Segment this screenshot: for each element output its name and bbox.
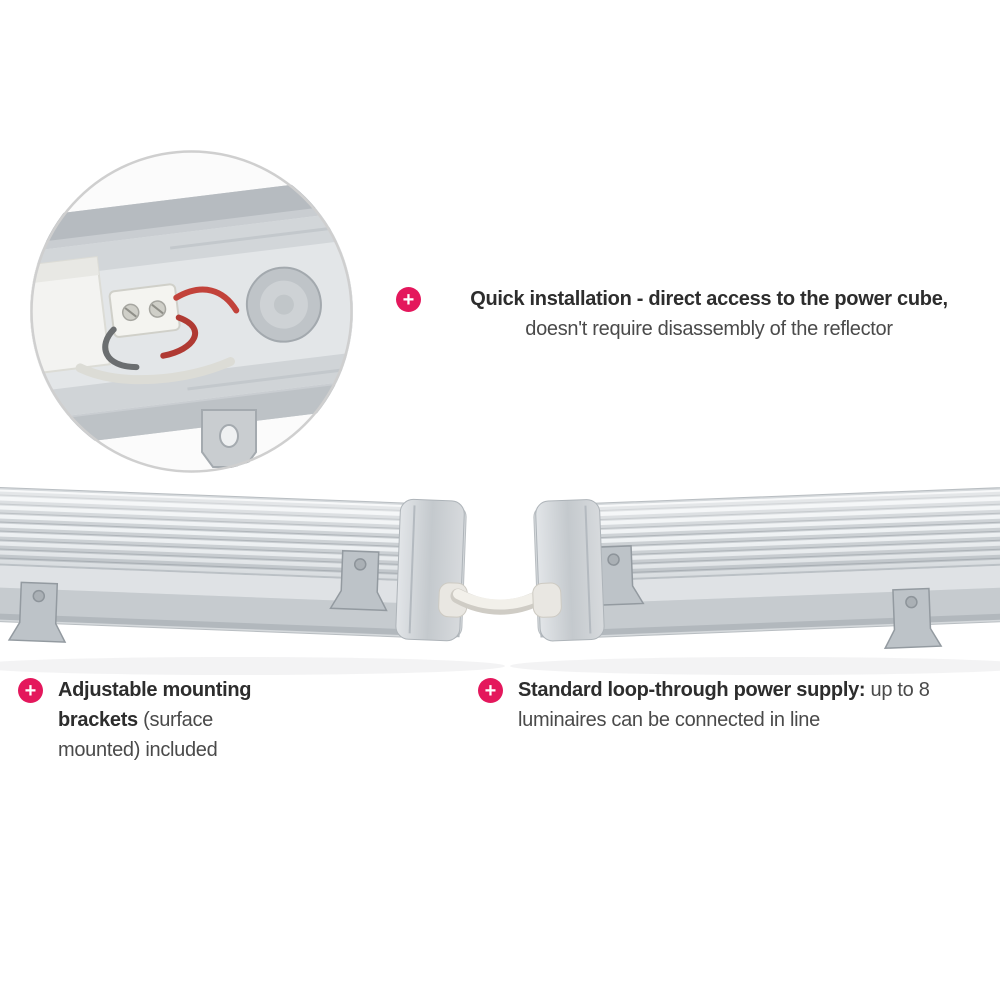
loop-through-cable-highlight bbox=[453, 589, 547, 610]
ribbed-diffuser bbox=[535, 487, 1000, 584]
plus-icon: + bbox=[18, 678, 43, 703]
plus-icon: + bbox=[478, 678, 503, 703]
terminal-block bbox=[108, 283, 181, 338]
feature-loop-through: + Standard loop-through power supply: up… bbox=[478, 675, 930, 735]
feature-loop-text: Standard loop-through power supply: up t… bbox=[518, 675, 930, 735]
feature-quick-regular: doesn't require disassembly of the refle… bbox=[525, 318, 893, 340]
open-housing bbox=[30, 173, 353, 452]
left-shadow bbox=[0, 657, 505, 675]
feature-quick-text: Quick installation - direct access to th… bbox=[436, 284, 982, 344]
feature-brackets-bold-2: brackets bbox=[58, 709, 138, 731]
mounting-bracket bbox=[201, 409, 257, 468]
power-cube bbox=[30, 255, 112, 378]
feature-brackets-bold-1: Adjustable mounting bbox=[58, 679, 252, 701]
feature-brackets-text: Adjustable mounting brackets (surface mo… bbox=[58, 675, 251, 765]
right-luminaire bbox=[532, 485, 1000, 649]
ribbed-diffuser bbox=[0, 487, 465, 584]
cable-gland bbox=[532, 582, 562, 618]
end-cap bbox=[535, 499, 605, 642]
red-wire bbox=[173, 286, 240, 314]
detail-photo-circle bbox=[28, 148, 355, 475]
feature-mounting-brackets: + Adjustable mounting brackets (surface … bbox=[18, 675, 318, 765]
feature-loop-bold: Standard loop-through power supply: bbox=[518, 679, 866, 701]
luminaires-photo bbox=[0, 485, 1000, 675]
feature-quick-installation: + Quick installation - direct access to … bbox=[396, 284, 982, 344]
feature-brackets-regular-2: mounted) included bbox=[58, 739, 218, 761]
power-cube-detail-photo bbox=[30, 150, 353, 473]
feature-quick-bold: Quick installation - direct access to th… bbox=[470, 288, 948, 310]
white-cable bbox=[75, 357, 235, 385]
red-wire-loop bbox=[160, 314, 199, 359]
left-luminaire bbox=[0, 485, 468, 643]
feature-brackets-regular-1: (surface bbox=[137, 709, 213, 731]
tube-holder bbox=[245, 266, 322, 343]
right-shadow bbox=[510, 657, 1000, 675]
dark-wire bbox=[102, 326, 140, 371]
feature-loop-regular-2: luminaires can be connected in line bbox=[518, 709, 820, 731]
circle-border bbox=[30, 150, 353, 473]
end-cap bbox=[395, 498, 465, 642]
plus-icon: + bbox=[396, 287, 421, 312]
feature-loop-regular-1: up to 8 bbox=[865, 679, 930, 701]
